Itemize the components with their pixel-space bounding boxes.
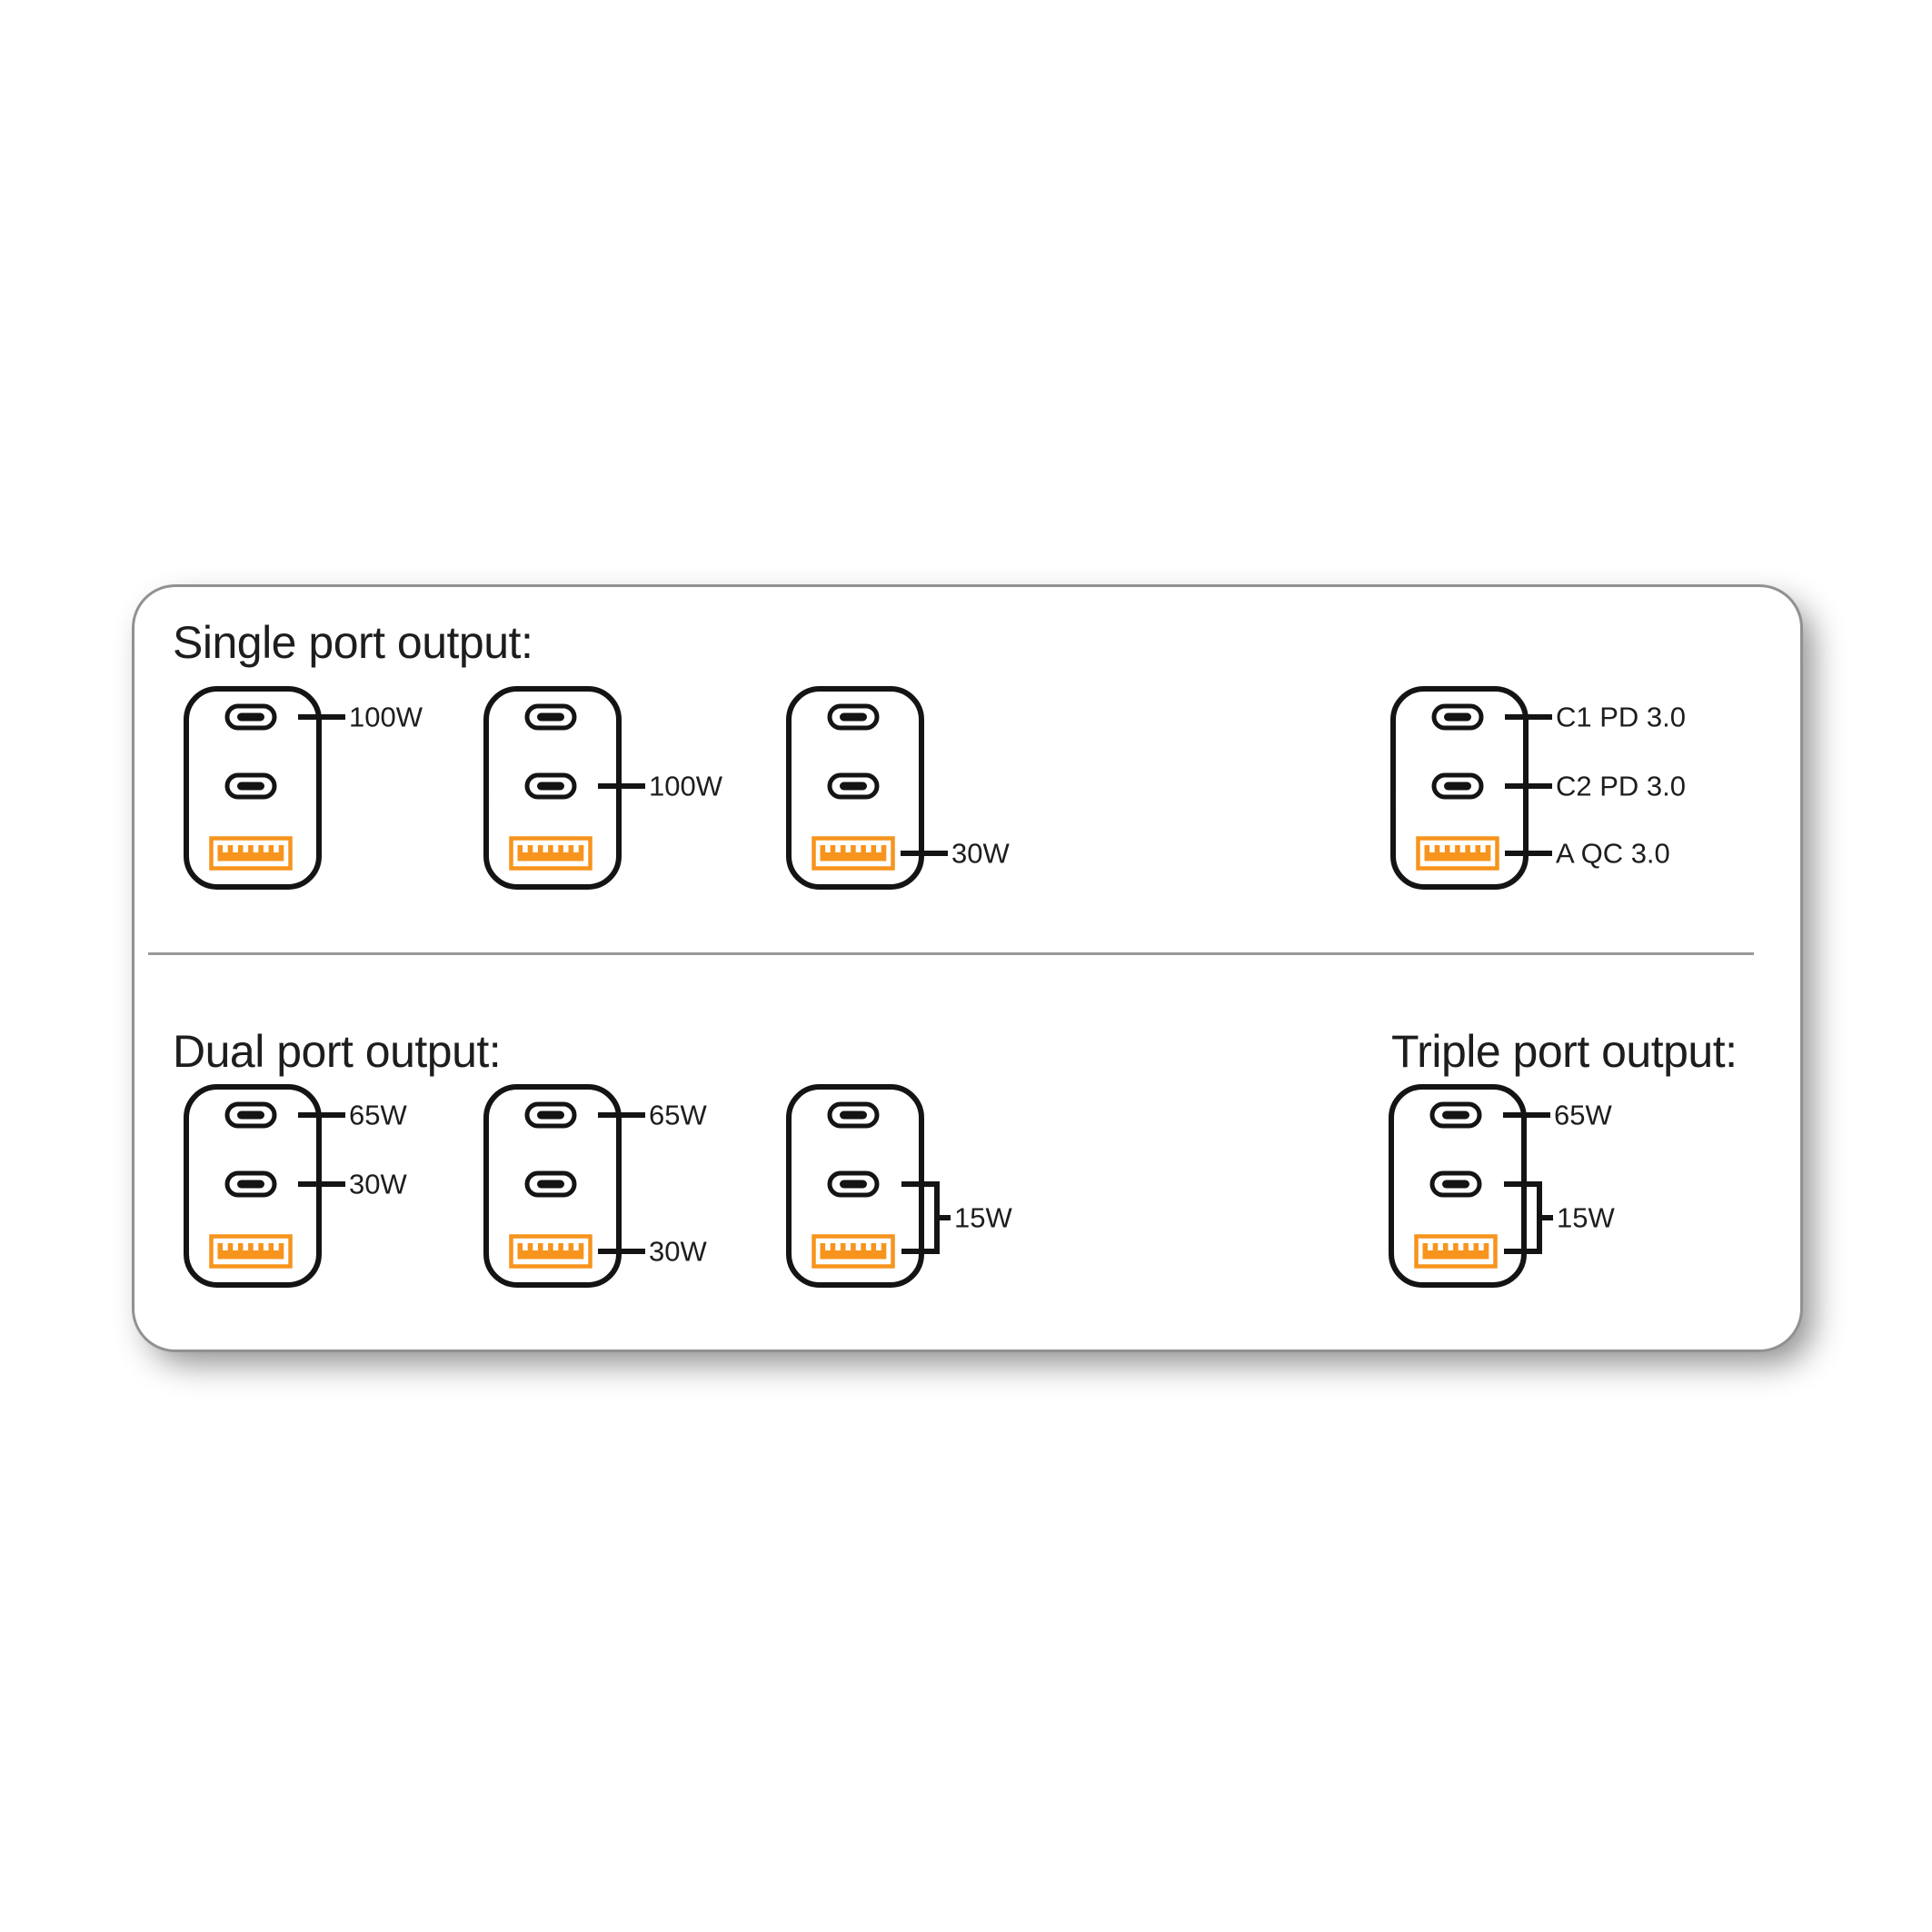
usb-a-contacts bbox=[1422, 1243, 1489, 1260]
charger-single-4: C1 PD 3.0 C2 PD 3.0 A QC 3.0 bbox=[1390, 686, 1686, 890]
usb-c-port-1-icon bbox=[524, 703, 577, 731]
usb-a-port-icon bbox=[812, 1234, 895, 1269]
usb-c-port-1-icon bbox=[1431, 703, 1484, 731]
usb-c-pin bbox=[1442, 1180, 1469, 1189]
usb-a-port-icon bbox=[812, 836, 895, 871]
spec-card: Single port output: Dual port output: Tr… bbox=[132, 584, 1803, 1352]
usb-a-contacts bbox=[820, 845, 887, 861]
usb-c-pin bbox=[1442, 1110, 1469, 1120]
usb-c-pin bbox=[237, 782, 264, 791]
port-power-label: 65W bbox=[349, 1100, 407, 1131]
port-power-label: 15W bbox=[954, 1202, 1012, 1234]
usb-c-pin bbox=[1444, 782, 1471, 791]
usb-c-pin bbox=[237, 712, 264, 722]
usb-a-contacts bbox=[517, 1243, 584, 1260]
usb-c-pin bbox=[237, 1110, 264, 1120]
usb-c-pin bbox=[537, 1180, 564, 1189]
usb-c-pin bbox=[537, 712, 564, 722]
usb-c-port-2-icon bbox=[1429, 1170, 1482, 1198]
charger-single-2: 100W bbox=[483, 686, 723, 890]
usb-a-port-icon bbox=[209, 836, 293, 871]
usb-c-port-1-icon bbox=[224, 703, 277, 731]
section-title-triple: Triple port output: bbox=[1391, 1026, 1738, 1077]
charger-dual-2: 65W 30W bbox=[483, 1084, 707, 1288]
port-power-label: A QC 3.0 bbox=[1556, 838, 1670, 870]
usb-c-port-1-icon bbox=[524, 1101, 577, 1129]
bracket-lines bbox=[901, 1181, 951, 1254]
usb-c-pin bbox=[840, 782, 867, 791]
usb-c-pin bbox=[1444, 712, 1471, 722]
usb-c-port-1-icon bbox=[827, 1101, 880, 1129]
section-title-dual: Dual port output: bbox=[173, 1026, 502, 1077]
port-power-label: 30W bbox=[349, 1169, 407, 1200]
charger-triple-1: 65W 15W bbox=[1389, 1084, 1615, 1288]
usb-a-port-icon bbox=[209, 1234, 293, 1269]
usb-a-contacts bbox=[217, 845, 284, 861]
usb-c-pin bbox=[537, 782, 564, 791]
usb-a-contacts bbox=[820, 1243, 887, 1260]
usb-c-port-1-icon bbox=[1429, 1101, 1482, 1129]
port-power-label: 15W bbox=[1557, 1202, 1615, 1234]
section-title-single: Single port output: bbox=[173, 617, 533, 668]
usb-a-port-icon bbox=[509, 836, 593, 871]
bracket-lines bbox=[1504, 1181, 1553, 1254]
section-divider bbox=[148, 952, 1754, 955]
port-power-label: C1 PD 3.0 bbox=[1556, 702, 1686, 733]
usb-c-port-2-icon bbox=[827, 772, 880, 800]
port-power-label: 100W bbox=[649, 771, 723, 802]
usb-a-contacts bbox=[1424, 845, 1491, 861]
usb-c-port-2-icon bbox=[827, 1170, 880, 1198]
usb-c-port-2-icon bbox=[1431, 772, 1484, 800]
charger-dual-3: 15W bbox=[786, 1084, 1012, 1288]
port-power-label: 100W bbox=[349, 702, 423, 733]
port-power-label: 30W bbox=[951, 838, 1010, 870]
charger-single-3: 30W bbox=[786, 686, 1010, 890]
port-power-label: C2 PD 3.0 bbox=[1556, 771, 1686, 802]
usb-c-pin bbox=[840, 1110, 867, 1120]
usb-c-port-1-icon bbox=[827, 703, 880, 731]
usb-a-port-icon bbox=[1416, 836, 1499, 871]
port-power-label: 30W bbox=[649, 1236, 707, 1268]
usb-a-contacts bbox=[217, 1243, 284, 1260]
usb-a-contacts bbox=[517, 845, 584, 861]
usb-c-port-2-icon bbox=[524, 772, 577, 800]
charger-dual-1: 65W 30W bbox=[184, 1084, 407, 1288]
usb-c-port-1-icon bbox=[224, 1101, 277, 1129]
usb-a-port-icon bbox=[1414, 1234, 1498, 1269]
usb-c-port-2-icon bbox=[524, 1170, 577, 1198]
usb-c-pin bbox=[840, 712, 867, 722]
charger-single-1: 100W bbox=[184, 686, 423, 890]
usb-a-port-icon bbox=[509, 1234, 593, 1269]
port-power-label: 65W bbox=[1554, 1100, 1612, 1131]
usb-c-pin bbox=[237, 1180, 264, 1189]
usb-c-port-2-icon bbox=[224, 772, 277, 800]
port-power-label: 65W bbox=[649, 1100, 707, 1131]
usb-c-port-2-icon bbox=[224, 1170, 277, 1198]
usb-c-pin bbox=[537, 1110, 564, 1120]
usb-c-pin bbox=[840, 1180, 867, 1189]
